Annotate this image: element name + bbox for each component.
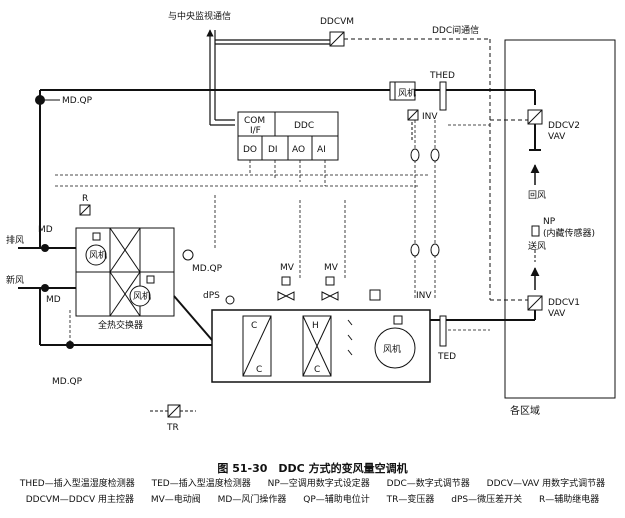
mv2-label: MV: [324, 263, 339, 273]
central-comm-label: 与中央监视通信: [168, 10, 231, 22]
figure-title: 图 51-30 DDC 方式的变风量空调机: [217, 462, 408, 475]
ddcvm-box: [329, 31, 345, 47]
ddcvm-label: DDCVM: [320, 17, 354, 27]
legend-tr: TR—变压器: [386, 495, 435, 505]
zones-label: 各区域: [510, 404, 540, 417]
do-label: DO: [243, 145, 257, 155]
humidifier: [347, 319, 353, 356]
vav2-label: VAV: [548, 132, 566, 142]
inv-top: [407, 109, 419, 121]
md-exhaust-label: MD: [38, 225, 53, 235]
np-note-label: (内藏传感器): [543, 227, 595, 239]
ddcv2-box: [527, 109, 543, 151]
fresh-label: 新风: [6, 274, 24, 286]
supply-fan-label: 风机: [383, 343, 401, 355]
legend-thed: THED—插入型温湿度检测器: [19, 479, 135, 489]
return-fan-label: 风机: [398, 87, 416, 99]
mv-valve-2: [321, 276, 339, 301]
humidifier-valve: [369, 289, 381, 301]
com-label: COM: [244, 116, 265, 126]
legend-ted: TED—插入型温度检测器: [151, 479, 251, 489]
coil-c2-label: C: [314, 365, 320, 375]
ao-label: AO: [292, 145, 305, 155]
zone-boundary: [504, 39, 616, 399]
md-mixing: [182, 249, 194, 261]
md-fresh-label: MD: [46, 295, 61, 305]
ddcv2-label: DDCV2: [548, 121, 580, 131]
inv-top-label: INV: [422, 112, 438, 122]
dps-label: dPS: [203, 291, 220, 301]
exhaust-fan: [85, 232, 107, 266]
ddcv1-label: DDCV1: [548, 298, 580, 308]
legend-np: NP—空调用数字式设定器: [267, 479, 370, 489]
supply-air-label: 送风: [528, 240, 546, 252]
legend-ddcv: DDCV—VAV 用数字式调节器: [486, 479, 606, 489]
hx-supply-fan: [129, 275, 155, 307]
np-setter: [531, 225, 540, 237]
coil-c1b-label: C: [256, 365, 262, 375]
np-label: NP: [543, 217, 556, 227]
exhaust-duct: [18, 190, 76, 249]
legend-line-1: THED—插入型温湿度检测器 TED—插入型温度检测器 NP—空调用数字式设定器…: [0, 476, 625, 489]
transformer: [150, 404, 196, 418]
inv-bottom-label: INV: [416, 291, 432, 301]
legend-md: MD—风门操作器: [217, 495, 287, 505]
return-fan: [389, 81, 416, 101]
mv1-label: MV: [280, 263, 295, 273]
signal-symbols: [410, 148, 440, 257]
legend-r: R—辅助继电器: [539, 495, 600, 505]
exhaust-label: 排风: [6, 234, 24, 246]
ted-label: TED: [437, 352, 456, 362]
r-label: R: [82, 194, 88, 204]
di-label: DI: [268, 145, 278, 155]
md-fresh: [41, 284, 49, 292]
thed-sensor: [439, 81, 447, 111]
ddc-label: DDC: [294, 121, 314, 131]
legend-mv: MV—电动阀: [150, 495, 201, 505]
legend-dps: dPS—微压差开关: [451, 495, 523, 505]
return-duct: [39, 89, 536, 190]
central-comm-line: [206, 29, 330, 126]
mdqp-top-label: MD.QP: [62, 96, 93, 106]
return-air-label: 回风: [528, 190, 546, 201]
md-bottom: [66, 341, 74, 349]
ddcv1-box: [527, 295, 543, 311]
ddc-comm-line: [344, 38, 528, 301]
ddc-controller: [237, 111, 339, 161]
ddc-vav-diagram: 各区域 与中央监视通信 DDCVM DDC间通信 MD.QP 风机 THE: [6, 10, 616, 433]
legend-ddc: DDC—数字式调节器: [386, 479, 470, 489]
heat-exchanger: [75, 227, 175, 317]
cooling-coil-1: [242, 315, 272, 377]
heating-coil: [302, 315, 332, 377]
mv-valve-1: [277, 276, 295, 301]
exhaust-fan-label: 风机: [89, 249, 107, 261]
coil-h-label: H: [312, 321, 319, 331]
tr-label: TR: [166, 423, 179, 433]
ddc-comm-label: DDC间通信: [432, 24, 479, 36]
return-damper-md: [35, 95, 60, 105]
hx-label: 全热交换器: [98, 319, 143, 331]
coil-c1-label: C: [251, 321, 257, 331]
supply-duct: [430, 310, 536, 321]
hx-supply-fan-label: 风机: [133, 290, 151, 302]
ted-sensor: [439, 315, 447, 347]
legend-qp: QP—辅助电位计: [303, 495, 370, 505]
mdqp-bottom-label: MD.QP: [52, 377, 83, 387]
thed-label: THED: [429, 71, 455, 81]
md-exhaust: [41, 244, 49, 252]
mdqp-mid-label: MD.QP: [192, 264, 223, 274]
legend-ddcvm: DDCVM—DDCV 用主控器: [25, 495, 134, 505]
if-label: I/F: [250, 126, 261, 136]
ai-label: AI: [317, 145, 326, 155]
dps-switch: [225, 295, 235, 305]
vav1-label: VAV: [548, 309, 566, 319]
supply-fan: [374, 315, 416, 369]
relay-r: [79, 204, 91, 216]
legend-line-2: DDCVM—DDCV 用主控器 MV—电动阀 MD—风门操作器 QP—辅助电位计…: [0, 492, 625, 505]
